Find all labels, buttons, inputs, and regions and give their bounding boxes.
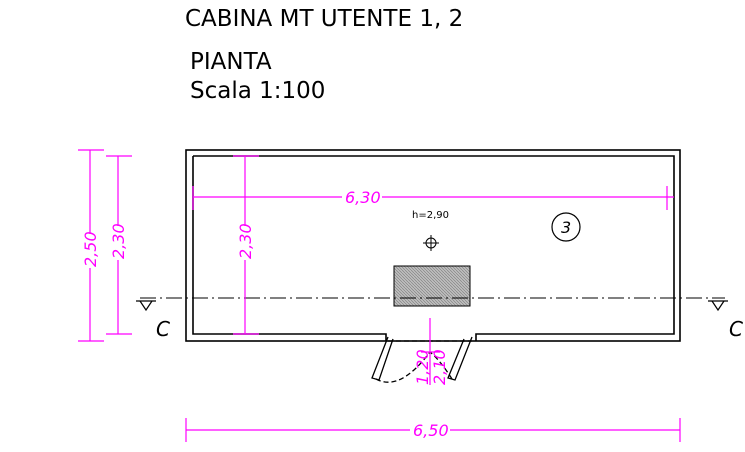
room-number: 3 <box>561 218 571 237</box>
dim-door-height-text: 2,10 <box>430 349 449 385</box>
room-number-circle <box>551 212 581 242</box>
dim-outer-height-text: 2,50 <box>81 231 100 267</box>
dim-outer-length-text: 6,50 <box>413 421 449 440</box>
section-label-right: C <box>729 317 743 341</box>
dim-inner-height-mid-text: 2,30 <box>236 223 255 259</box>
section-arrow-right <box>708 300 728 312</box>
ceiling-height-label: h=2,90 <box>412 210 449 221</box>
light-fixture-icon <box>423 235 439 251</box>
dim-door <box>421 318 440 385</box>
equipment-block <box>393 265 471 307</box>
dim-inner-height-left-text: 2,30 <box>109 223 128 259</box>
drawing-subtitle: PIANTA <box>190 49 272 75</box>
dim-door-width-text: 1,20 <box>413 349 432 385</box>
drawing-scale: Scala 1:100 <box>190 78 326 104</box>
dim-inner-length-text: 6,30 <box>345 188 381 207</box>
section-arrow-left <box>136 300 156 312</box>
drawing-title: CABINA MT UTENTE 1, 2 <box>185 6 464 32</box>
dim-inner-length <box>192 186 674 210</box>
section-label-left: C <box>156 317 170 341</box>
building-walls <box>185 149 681 342</box>
